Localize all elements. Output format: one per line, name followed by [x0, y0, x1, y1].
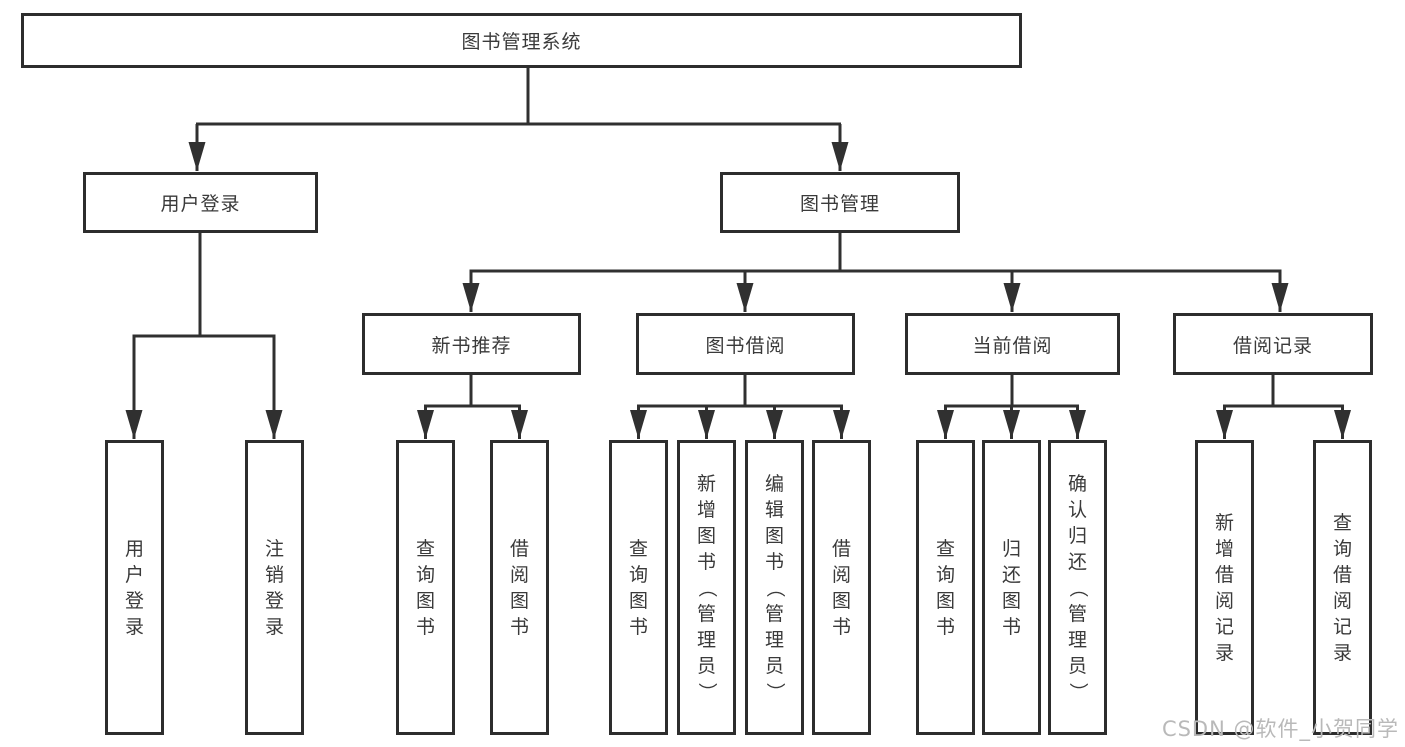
leaf-borrow-books-borrow: 借阅图书: [812, 440, 871, 735]
leaf-query-books-current: 查询图书: [916, 440, 975, 735]
leaf-query-borrow-record-label: 查询借阅记录: [1332, 511, 1352, 664]
leaf-user-login-label: 用户登录: [124, 537, 144, 638]
leaf-add-book-admin-label: 新增图书（管理员）: [695, 472, 718, 702]
leaf-confirm-return-admin: 确认归还（管理员）: [1048, 440, 1107, 735]
node-root: 图书管理系统: [21, 13, 1022, 68]
leaf-logout-login: 注销登录: [245, 440, 304, 735]
leaf-confirm-return-admin-label: 确认归还（管理员）: [1066, 472, 1089, 702]
leaf-add-book-admin: 新增图书（管理员）: [677, 440, 736, 735]
leaf-query-books-borrow: 查询图书: [609, 440, 668, 735]
leaf-return-book-label: 归还图书: [1001, 537, 1021, 638]
leaf-user-login: 用户登录: [105, 440, 164, 735]
csdn-watermark: CSDN @软件_小贺同学: [1161, 717, 1399, 741]
node-new-book-recommend: 新书推荐: [362, 313, 581, 375]
leaf-edit-book-admin-label: 编辑图书（管理员）: [763, 472, 786, 702]
leaf-query-borrow-record: 查询借阅记录: [1313, 440, 1372, 735]
node-book-management-label: 图书管理: [799, 193, 880, 215]
leaf-query-books-recommend: 查询图书: [396, 440, 455, 735]
node-current-borrow-label: 当前借阅: [972, 334, 1053, 357]
leaf-edit-book-admin: 编辑图书（管理员）: [745, 440, 804, 735]
leaf-query-books-borrow-label: 查询图书: [628, 537, 648, 638]
node-user-login-label: 用户登录: [160, 193, 241, 215]
node-current-borrow: 当前借阅: [905, 313, 1120, 375]
leaf-add-borrow-record-label: 新增借阅记录: [1214, 511, 1234, 664]
node-book-borrow-label: 图书借阅: [705, 334, 786, 357]
node-book-borrow: 图书借阅: [636, 313, 855, 375]
leaf-logout-login-label: 注销登录: [264, 537, 284, 638]
leaf-add-borrow-record: 新增借阅记录: [1195, 440, 1254, 735]
leaf-query-books-recommend-label: 查询图书: [415, 537, 435, 638]
leaf-query-books-current-label: 查询图书: [935, 537, 955, 638]
node-book-management: 图书管理: [720, 172, 960, 233]
node-root-label: 图书管理系统: [461, 31, 582, 53]
leaf-return-book: 归还图书: [982, 440, 1041, 735]
node-borrow-record-label: 借阅记录: [1232, 334, 1313, 357]
node-borrow-record: 借阅记录: [1173, 313, 1373, 375]
node-user-login: 用户登录: [83, 172, 318, 233]
node-new-book-recommend-label: 新书推荐: [431, 334, 512, 357]
leaf-borrow-books-recommend: 借阅图书: [490, 440, 549, 735]
leaf-borrow-books-borrow-label: 借阅图书: [831, 537, 851, 638]
leaf-borrow-books-recommend-label: 借阅图书: [509, 537, 529, 638]
